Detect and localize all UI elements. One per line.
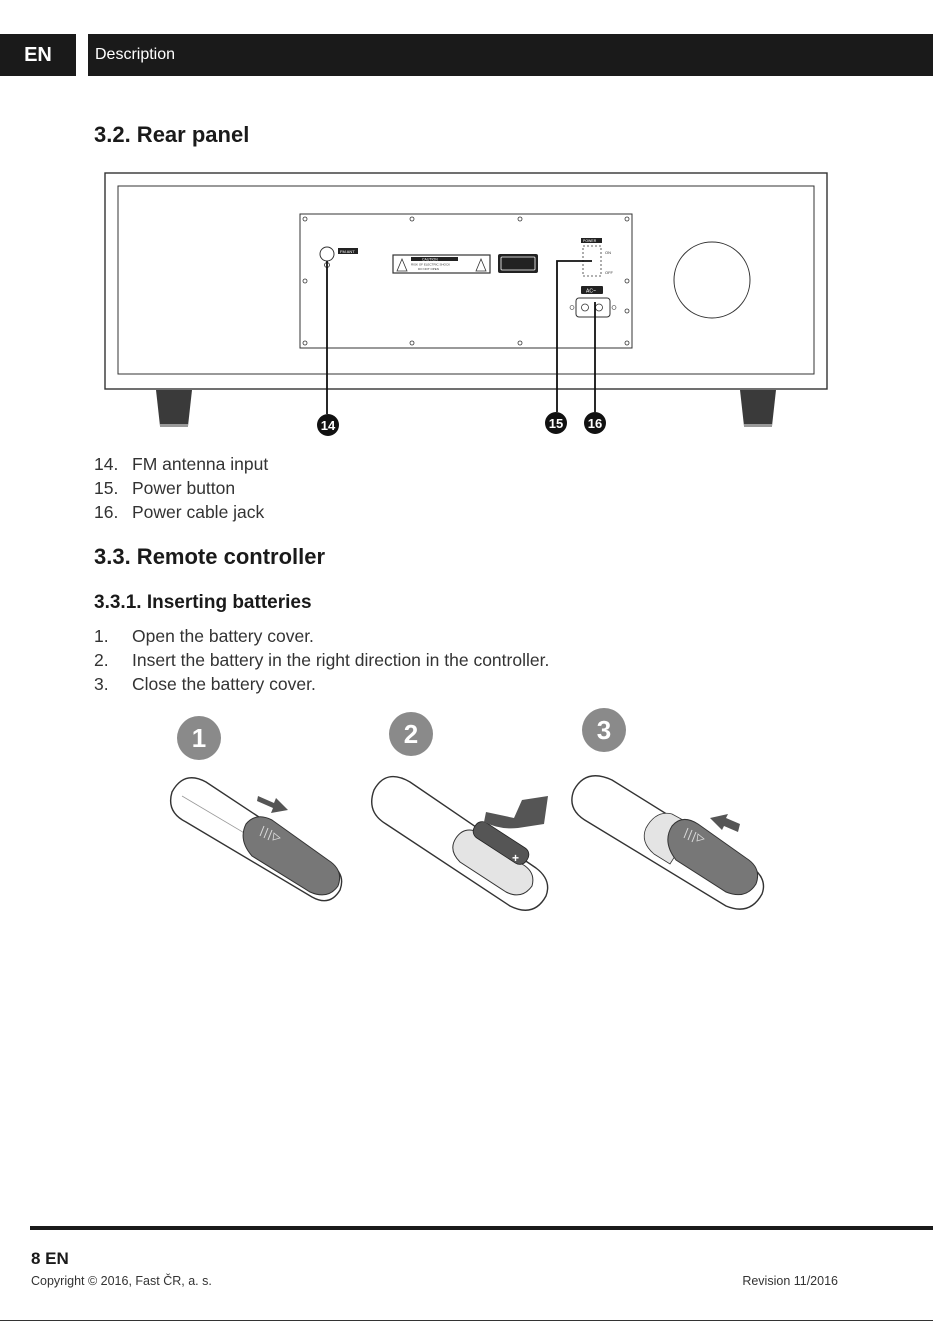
list-item: 15.Power button: [94, 478, 236, 498]
arrow-icon: [710, 814, 740, 832]
footer-divider: [30, 1226, 933, 1230]
rear-panel-diagram: FM ANT CAUTION RISK OF ELECTRIC SHOCK DO…: [104, 172, 828, 436]
arrow-icon: [257, 796, 288, 813]
revision: Revision 11/2016: [742, 1274, 838, 1288]
battery-steps: 1.Open the battery cover. 2.Insert the b…: [94, 624, 549, 696]
power-label: POWER: [583, 239, 597, 243]
list-item: 14.FM antenna input: [94, 454, 269, 474]
remote-heading: 3.3. Remote controller: [94, 544, 326, 569]
list-item: 2.Insert the battery in the right direct…: [94, 650, 550, 670]
battery: [472, 821, 530, 865]
callout-line-15: [556, 260, 592, 412]
rear-plate: [299, 213, 633, 349]
step-badge-1: [177, 716, 221, 760]
remote-step-3: [571, 775, 765, 910]
language-tab: EN: [0, 34, 76, 76]
list-item: 3.Close the battery cover.: [94, 674, 316, 694]
svg-text:3: 3: [597, 715, 611, 745]
power-cable-jack: [575, 297, 611, 318]
caution-title: CAUTION: [422, 258, 438, 262]
caution-line2: DO NOT OPEN: [418, 267, 439, 271]
arrow-icon: [484, 796, 548, 829]
fm-antenna-jack: [319, 246, 335, 262]
off-label: OFF: [605, 270, 614, 275]
callout-badge-16: [584, 412, 606, 434]
callout-badge-14: [317, 414, 339, 436]
logo-block: [498, 254, 538, 273]
rear-panel-heading: 3.2. Rear panel: [94, 122, 250, 147]
rear-panel-legend: 14.FM antenna input 15.Power button 16.P…: [94, 452, 268, 524]
on-label: ON: [605, 250, 611, 255]
battery-illustration: 1 2 + 3: [169, 708, 765, 911]
remote-step-1: [169, 777, 343, 902]
left-foot: [156, 390, 192, 426]
svg-text:16: 16: [588, 416, 602, 431]
list-item: 16.Power cable jack: [94, 502, 265, 522]
bass-port: [673, 241, 751, 319]
fm-label: FM ANT: [340, 249, 355, 254]
copyright: Copyright © 2016, Fast ČR, a. s.: [31, 1274, 212, 1288]
battery-compartment: [452, 829, 534, 896]
step-badge-3: [582, 708, 626, 752]
battery-cover: [667, 819, 759, 896]
battery-cover: [242, 816, 341, 896]
list-item: 1.Open the battery cover.: [94, 626, 314, 646]
ac-label: AC~: [586, 289, 596, 295]
svg-text:15: 15: [549, 416, 563, 431]
svg-text:2: 2: [404, 719, 418, 749]
callout-badge-15: [545, 412, 567, 434]
svg-text:+: +: [512, 851, 519, 865]
section-title: Description: [95, 46, 176, 63]
language-label: EN: [24, 43, 52, 66]
page-bottom-line: [0, 1320, 933, 1321]
page-number: 8 EN: [31, 1249, 69, 1268]
caution-line1: RISK OF ELECTRIC SHOCK: [411, 263, 450, 267]
batteries-subheading: 3.3.1. Inserting batteries: [94, 592, 312, 613]
plate-screws: [302, 216, 630, 346]
step-badge-2: [389, 712, 433, 756]
right-foot: [740, 390, 776, 426]
warning-icon: [396, 257, 408, 272]
warning-icon: [475, 257, 487, 272]
section-header: Description: [88, 34, 933, 76]
remote-step-2: +: [371, 775, 549, 911]
svg-text:14: 14: [321, 418, 336, 433]
svg-text:1: 1: [192, 723, 206, 753]
